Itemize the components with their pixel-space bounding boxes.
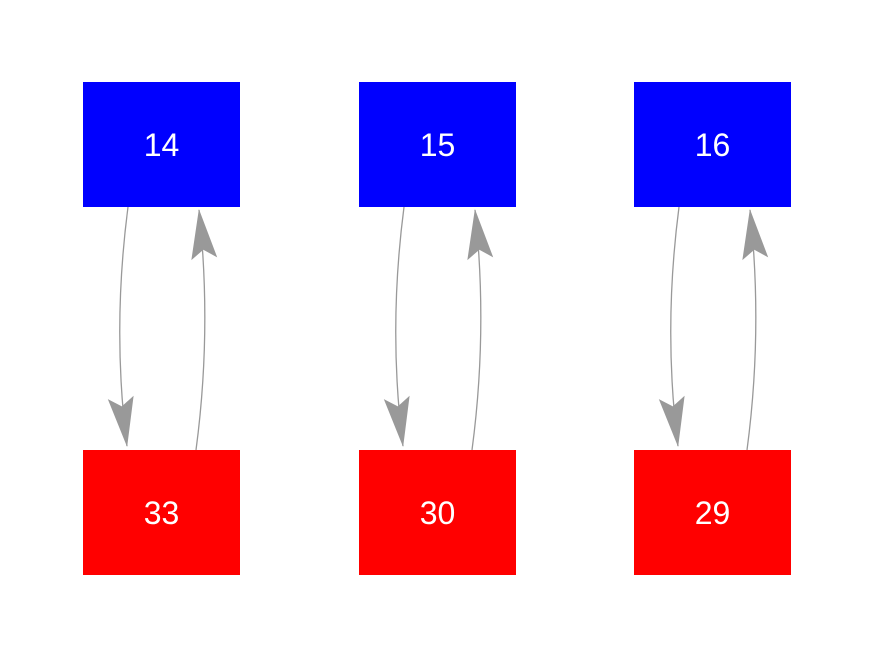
node-15: 15 [359, 82, 516, 207]
node-29: 29 [634, 450, 791, 575]
node-33: 33 [83, 450, 240, 575]
edge-14-to-33-down-arrow [107, 206, 134, 447]
node-30-label: 30 [419, 494, 456, 531]
edge-15-to-30-down-arrow [383, 206, 410, 447]
node-30: 30 [359, 450, 516, 575]
node-16-label: 16 [694, 126, 731, 163]
node-16: 16 [634, 82, 791, 207]
edge-33-to-14-up-arrow [191, 209, 218, 451]
node-14-label: 14 [143, 126, 180, 163]
edge-29-to-16-up-arrow [742, 209, 769, 451]
edge-30-to-15-up-arrow [467, 209, 494, 451]
edge-16-to-29-down-arrow [658, 206, 685, 447]
node-15-label: 15 [419, 126, 456, 163]
node-33-label: 33 [143, 494, 180, 531]
node-29-label: 29 [694, 494, 731, 531]
node-14: 14 [83, 82, 240, 207]
